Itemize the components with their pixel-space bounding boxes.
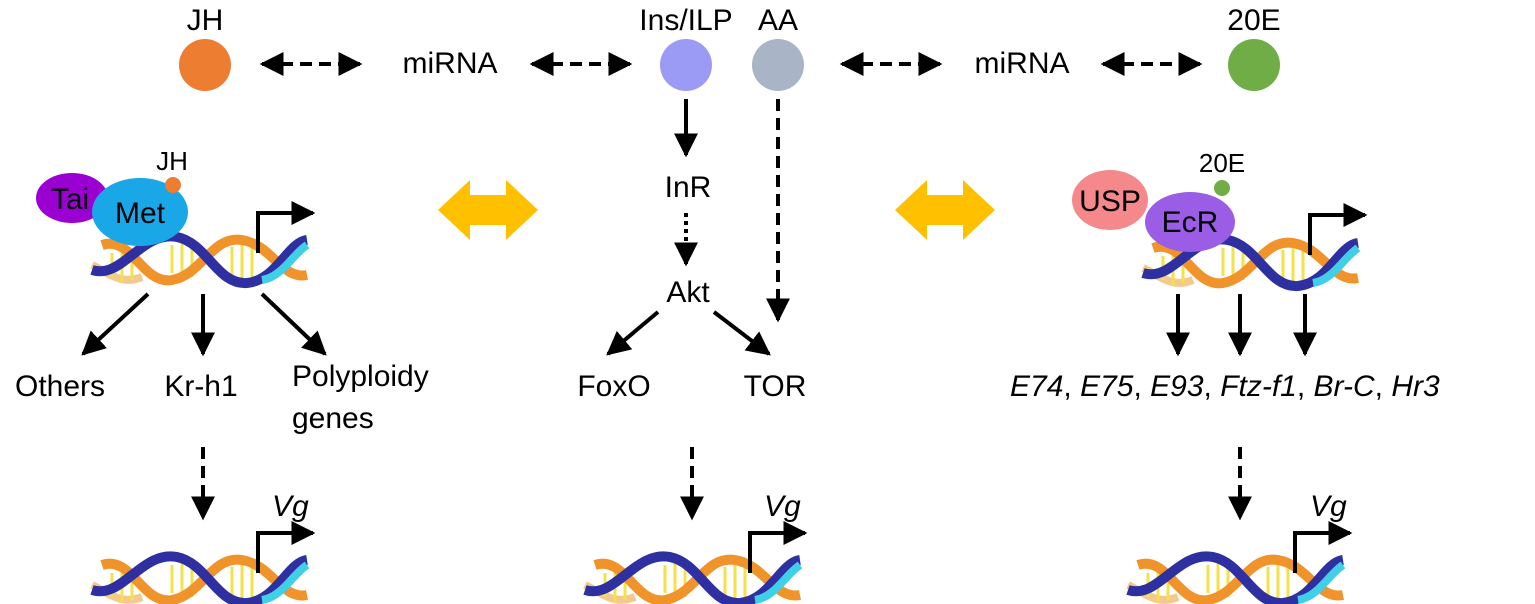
right-vg-dna-helix-icon bbox=[1128, 556, 1343, 603]
tai-protein bbox=[36, 173, 108, 223]
ins-20e-crosstalk-double-arrow-icon bbox=[895, 180, 995, 240]
ecdysone-response-genes: E74, E75, E93, Ftz-f1, Br-C, Hr3 bbox=[1010, 370, 1440, 403]
gene-sep: , bbox=[1063, 370, 1080, 403]
aa-circle bbox=[752, 39, 804, 91]
gene-br-c: Br-C bbox=[1314, 370, 1375, 403]
akt-label: Akt bbox=[666, 276, 710, 309]
ins-ilp-label: Ins/ILP bbox=[639, 4, 732, 37]
left-vg-dna-helix-icon bbox=[92, 556, 307, 603]
foxo-label: FoxO bbox=[577, 370, 650, 403]
ecr-label: EcR bbox=[1162, 206, 1219, 239]
aa-label: AA bbox=[758, 4, 798, 37]
ins-ilp-circle bbox=[660, 39, 712, 91]
20e-ligand-dot bbox=[1214, 180, 1230, 196]
jh-ins-crosstalk-double-arrow-icon bbox=[438, 180, 538, 240]
krh1-label: Kr-h1 bbox=[164, 370, 237, 403]
gene-e75: E75 bbox=[1080, 370, 1134, 403]
jh-hormone-circle bbox=[179, 39, 231, 91]
gene-e74: E74 bbox=[1010, 370, 1063, 403]
gene-ftz-f1: Ftz-f1 bbox=[1220, 370, 1297, 403]
middle-vg-dna-helix-icon bbox=[585, 556, 800, 603]
inr-label: InR bbox=[665, 171, 712, 204]
akt-foxo-arrow bbox=[606, 310, 660, 356]
left-vg-label: Vg bbox=[272, 490, 309, 523]
jh-label: JH bbox=[187, 4, 224, 37]
gene-hr3: Hr3 bbox=[1391, 370, 1440, 403]
mirna-left-label: miRNA bbox=[403, 47, 498, 80]
polyploidy-genes-label: genes bbox=[292, 402, 374, 435]
akt-tor-arrow bbox=[712, 310, 771, 356]
others-label: Others bbox=[15, 370, 105, 403]
jh-ligand-dot bbox=[165, 177, 181, 193]
met-others-arrow bbox=[81, 292, 150, 356]
20e-label: 20E bbox=[1227, 4, 1280, 37]
met-label: Met bbox=[115, 197, 166, 230]
usp-protein bbox=[1072, 170, 1148, 230]
met-protein bbox=[92, 178, 188, 246]
mirna-right-label: miRNA bbox=[975, 47, 1070, 80]
tai-label: Tai bbox=[51, 183, 89, 216]
tor-label: TOR bbox=[744, 370, 807, 403]
right-vg-label: Vg bbox=[1310, 490, 1347, 523]
gene-sep: , bbox=[1375, 370, 1392, 403]
usp-label: USP bbox=[1079, 185, 1141, 218]
polyploidy-label: Polyploidy bbox=[292, 360, 429, 393]
20e-small-label: 20E bbox=[1199, 148, 1245, 178]
gene-sep: , bbox=[1297, 370, 1314, 403]
jh-small-label: JH bbox=[156, 146, 188, 176]
20e-hormone-circle bbox=[1228, 39, 1280, 91]
met-polyploidy-arrow bbox=[260, 292, 327, 356]
gene-sep: , bbox=[1133, 370, 1150, 403]
gene-e93: E93 bbox=[1150, 370, 1204, 403]
ecr-protein bbox=[1145, 192, 1235, 252]
gene-sep: , bbox=[1204, 370, 1221, 403]
middle-vg-label: Vg bbox=[764, 490, 801, 523]
